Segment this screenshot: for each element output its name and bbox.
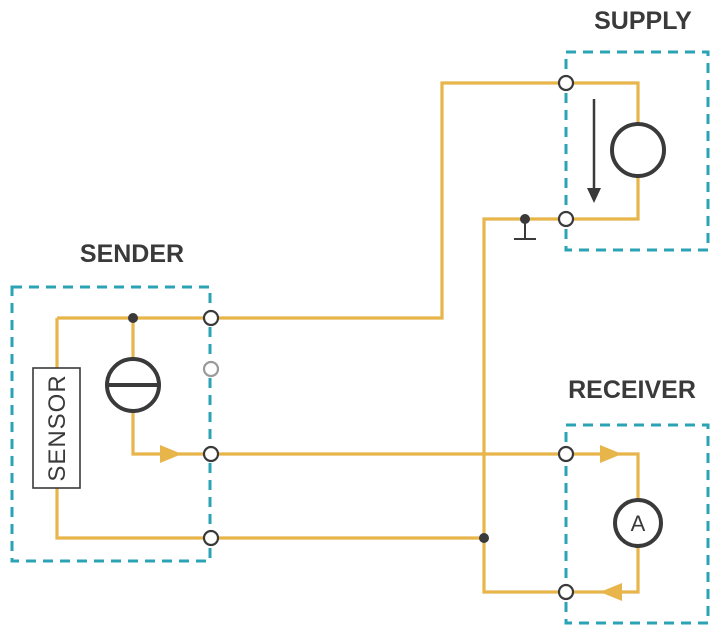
terminal bbox=[202, 445, 220, 463]
wire-signal bbox=[211, 452, 640, 500]
supply-label: SUPPLY bbox=[594, 7, 692, 35]
down-arrow-icon bbox=[587, 99, 601, 203]
wire-sender-top-to-supply bbox=[57, 81, 566, 320]
ammeter-icon: A bbox=[613, 498, 663, 548]
terminal bbox=[202, 309, 220, 327]
terminal bbox=[557, 74, 575, 92]
junction-node bbox=[520, 214, 530, 224]
wire-sensor-loop bbox=[55, 318, 484, 540]
sensor-component bbox=[32, 367, 81, 489]
arrow-right-icon bbox=[160, 445, 182, 463]
wire-current-source-lower bbox=[131, 412, 211, 456]
terminal bbox=[557, 445, 575, 463]
supply-box bbox=[564, 50, 710, 252]
wires bbox=[55, 81, 640, 594]
terminal bbox=[202, 529, 220, 547]
sender-box bbox=[10, 285, 212, 563]
current-source-icon bbox=[105, 357, 161, 413]
junction-node bbox=[479, 533, 489, 543]
voltage-source-icon bbox=[610, 122, 666, 178]
junction-node bbox=[128, 313, 138, 323]
wire-supply-return bbox=[482, 217, 566, 594]
wire-receiver-return bbox=[566, 546, 640, 594]
arrow-left-icon bbox=[600, 583, 622, 601]
ammeter-label: A bbox=[631, 511, 646, 536]
sender-label: SENDER bbox=[80, 240, 184, 268]
receiver-label: RECEIVER bbox=[568, 376, 696, 404]
terminal-unused bbox=[202, 360, 220, 378]
terminal bbox=[557, 583, 575, 601]
terminal bbox=[557, 210, 575, 228]
arrow-right-icon bbox=[600, 445, 622, 463]
sensor-label: SENSOR bbox=[44, 374, 71, 481]
receiver-box bbox=[564, 423, 710, 625]
